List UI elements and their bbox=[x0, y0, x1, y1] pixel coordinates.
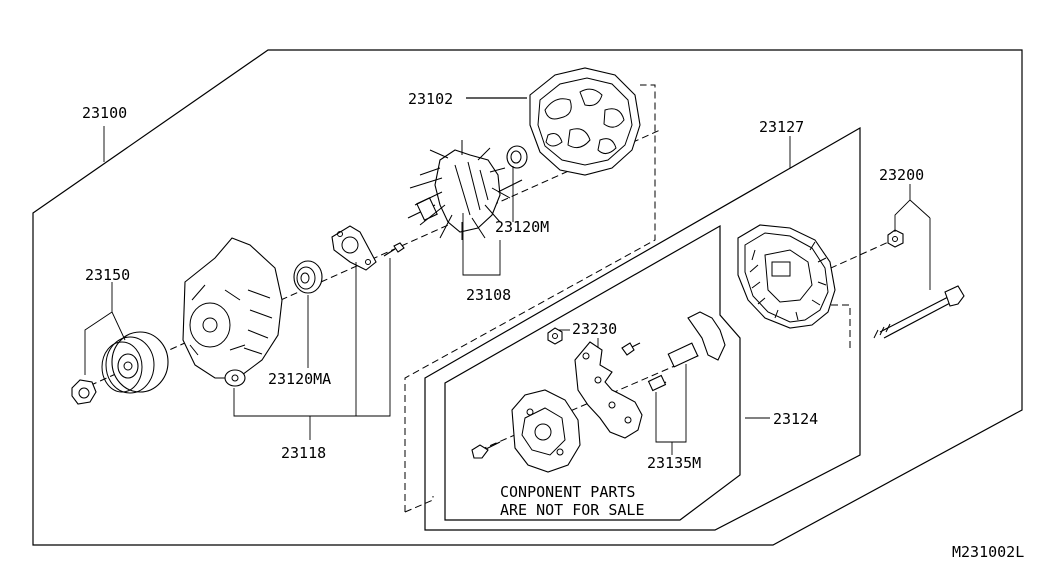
front-housing-part bbox=[182, 237, 283, 387]
rectifier-kit-frame bbox=[444, 224, 741, 521]
label-front-bearing: 23120MA bbox=[268, 370, 331, 388]
assembly-frame bbox=[32, 49, 1023, 546]
regulator-screw-part bbox=[621, 342, 641, 356]
notice-line-2: ARE NOT FOR SALE bbox=[500, 501, 645, 519]
label-through-bolt: 23200 bbox=[879, 166, 924, 184]
brush-holder-part bbox=[647, 311, 726, 392]
through-bolt-part bbox=[873, 285, 965, 339]
pulley-nut-part bbox=[71, 379, 97, 405]
regulator-nut-part bbox=[547, 327, 563, 345]
retainer-screw-part bbox=[383, 242, 405, 257]
drawing-number: M231002L bbox=[952, 543, 1024, 561]
rear-housing-frame bbox=[424, 126, 861, 531]
through-bolt-nut-part bbox=[887, 229, 904, 248]
rear-dashed-outline bbox=[820, 304, 851, 352]
label-regulator: 23230 bbox=[572, 320, 617, 338]
group-dashed-outline bbox=[404, 84, 656, 512]
rotor-bearing-part bbox=[506, 145, 528, 169]
label-assembly: 23100 bbox=[82, 104, 127, 122]
label-rectifier-kit: 23124 bbox=[773, 410, 818, 428]
label-pulley: 23150 bbox=[85, 266, 130, 284]
rotor-part bbox=[407, 140, 523, 240]
label-stator: 23102 bbox=[408, 90, 453, 108]
rear-housing-part bbox=[737, 224, 836, 329]
label-rotor: 23108 bbox=[466, 286, 511, 304]
regulator-part bbox=[574, 341, 643, 439]
label-rotor-bearing: 23120M bbox=[495, 218, 549, 236]
pulley-part bbox=[101, 331, 169, 394]
label-brush: 23135M bbox=[647, 454, 701, 472]
retainer-plate-part bbox=[331, 225, 377, 271]
stator-part bbox=[529, 67, 641, 176]
group-dashed-outline-2 bbox=[404, 496, 434, 513]
main-axis bbox=[79, 129, 661, 391]
notice-line-1: CONPONENT PARTS bbox=[500, 483, 635, 501]
label-rear-housing: 23127 bbox=[759, 118, 804, 136]
rectifier-plate-part bbox=[511, 389, 581, 473]
rectifier-bolt-part bbox=[471, 441, 501, 459]
leader-lines bbox=[84, 97, 931, 455]
label-front-housing: 23118 bbox=[281, 444, 326, 462]
front-bearing-part bbox=[293, 260, 323, 294]
